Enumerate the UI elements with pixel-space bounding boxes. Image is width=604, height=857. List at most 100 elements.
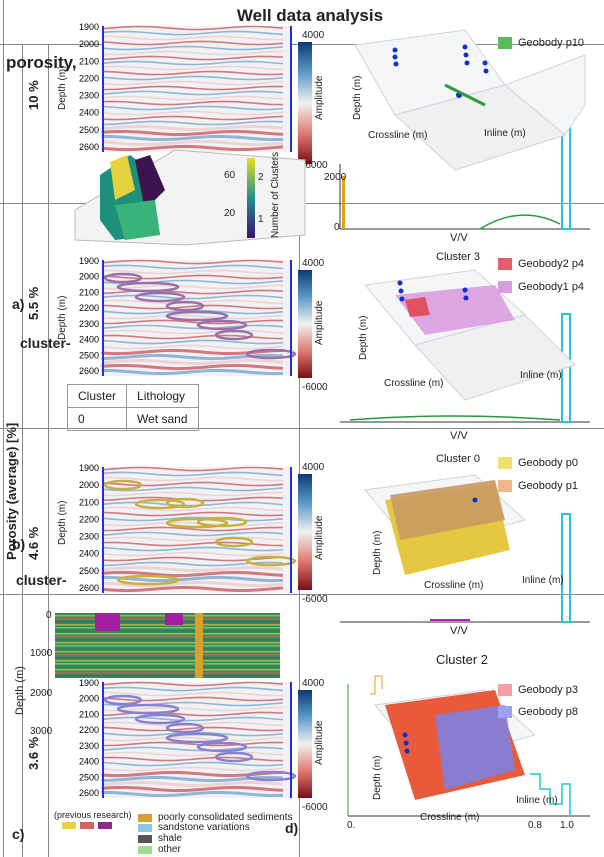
grid-line	[299, 44, 300, 857]
seismic-trace	[102, 50, 284, 56]
panel-letter-c: c)	[12, 826, 25, 842]
well-stripe	[55, 642, 280, 644]
colorbar-2	[298, 270, 312, 378]
table-header: Cluster	[66, 384, 128, 408]
seismic-trace	[102, 471, 284, 477]
seismic-trace	[102, 95, 284, 101]
geobody-outline	[116, 281, 180, 293]
well-stripe	[55, 657, 280, 659]
depth-tick: 2400	[79, 335, 99, 345]
colorbar-min: -6000	[302, 382, 328, 393]
depth-tick: 2500	[79, 772, 99, 782]
seismic-trace	[102, 521, 284, 527]
table-header: Lithology	[126, 384, 199, 408]
seismic-trace	[101, 570, 284, 578]
colorbar-label: Amplitude	[314, 720, 325, 765]
seismic-trace	[102, 344, 284, 350]
depth-tick: 2400	[79, 757, 99, 767]
well-stripe	[55, 663, 280, 665]
seismic-trace	[101, 139, 284, 147]
seismic-trace	[102, 741, 284, 747]
legend-item: shale	[138, 833, 182, 844]
seismic-trace	[102, 691, 284, 697]
geobody-outline	[165, 300, 205, 312]
depth-tick: 2600	[79, 788, 99, 798]
geobody-outline	[165, 517, 229, 529]
geobody-outline	[196, 319, 248, 331]
seismic-trace	[102, 259, 284, 265]
porosity-row-2: 5.5 %	[26, 286, 41, 320]
hist-x-tick: 1.0	[560, 820, 574, 831]
depth-tick: 2100	[79, 287, 99, 297]
well-tick: 3000	[30, 726, 53, 737]
seismic-trace	[102, 289, 284, 295]
seismic-trace	[102, 526, 284, 532]
seismic-trace	[102, 726, 284, 732]
well-stripe	[55, 639, 280, 641]
seismic-trace	[102, 506, 284, 512]
well-stripe	[55, 627, 280, 629]
depth-tick: 2000	[79, 39, 99, 49]
depth-tick: 2300	[79, 319, 99, 329]
seismic-trace	[102, 25, 284, 31]
geobody-outline	[214, 536, 254, 548]
seismic-trace	[102, 339, 284, 345]
page-title: Well data analysis	[236, 6, 384, 25]
seismic-trace	[101, 580, 284, 588]
well-tick: 0	[46, 610, 52, 621]
colorbar-label: Amplitude	[314, 300, 325, 345]
geobody-legend: Geobody p8	[498, 706, 578, 718]
inset-label: Number of Clusters	[270, 151, 281, 238]
depth-tick: 2000	[79, 694, 99, 704]
seismic-trace	[102, 264, 284, 270]
geobody-outline	[165, 722, 205, 734]
seismic-trace	[102, 45, 284, 51]
colorbar-min: -6000	[302, 594, 328, 605]
porosity-row-3: 4.6 %	[26, 526, 41, 560]
axis3d-crossline: Crossline (m)	[424, 580, 484, 591]
seismic-trace	[102, 466, 284, 472]
depth-tick: 2400	[79, 549, 99, 559]
well-stripe	[55, 648, 280, 650]
cluster-label-1: cluster-	[20, 335, 71, 351]
depth-tick: 2200	[79, 303, 99, 313]
seismic-trace	[102, 491, 284, 497]
well-stripe	[55, 654, 280, 656]
seismic-trace	[101, 585, 284, 593]
seismic-trace	[102, 105, 284, 111]
colorbar-label: Amplitude	[314, 515, 325, 560]
axis3d-inline: Inline (m)	[516, 795, 558, 806]
seismic-trace	[102, 736, 284, 742]
geobody-outline	[214, 751, 254, 763]
axis3d-crossline: Crossline (m)	[368, 130, 428, 141]
inset-cbar-tick: 1	[258, 214, 264, 225]
geobody-outline	[103, 479, 143, 491]
seismic-trace	[102, 686, 284, 692]
panel-letter-d: d)	[285, 820, 299, 836]
seismic-trace	[102, 274, 284, 280]
porosity-row-1: 10 %	[26, 80, 41, 110]
seismic-trace	[102, 501, 284, 507]
well-log-plot	[55, 613, 280, 678]
well-stripe	[55, 669, 280, 671]
geobody-outline	[165, 732, 229, 744]
depth-tick: 2200	[79, 725, 99, 735]
colorbar-1	[298, 42, 312, 164]
geobody-outline	[214, 329, 254, 341]
geobody-outline	[134, 498, 186, 510]
seismic-trace	[102, 80, 284, 86]
grid-line	[0, 594, 604, 595]
depth-tick: 2500	[79, 350, 99, 360]
legend-caption: (previous research)	[54, 810, 132, 820]
seismic-trace	[102, 324, 284, 330]
depth-tick: 2000	[79, 480, 99, 490]
depth-label: Depth (m)	[57, 65, 68, 110]
seismic-trace	[102, 766, 284, 772]
colorbar-max: 4000	[302, 258, 325, 269]
seismic-trace	[102, 681, 284, 687]
axis3d-depth: Depth (m)	[358, 315, 369, 360]
geobody-legend: Geobody2 p4	[498, 258, 584, 270]
grid-line	[0, 428, 604, 429]
depth-tick: 2100	[79, 709, 99, 719]
